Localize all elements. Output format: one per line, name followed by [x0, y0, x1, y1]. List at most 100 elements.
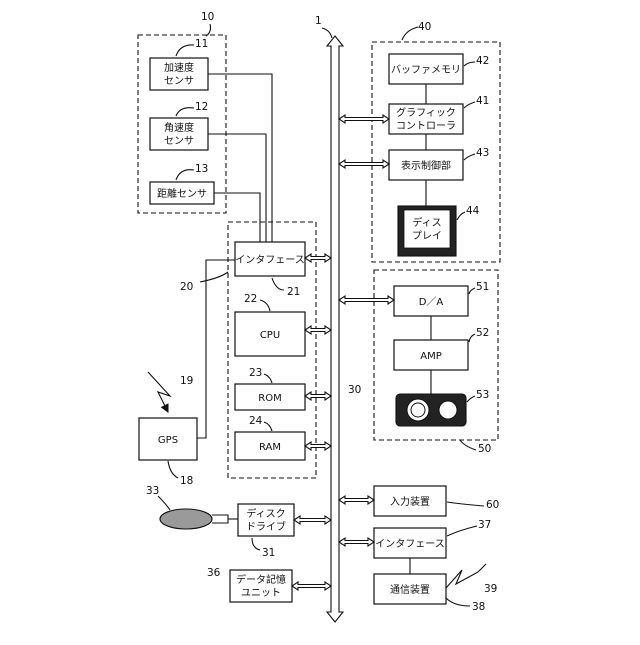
buffer-memory-label: バッファメモリ — [391, 64, 461, 76]
ref-ram: 24 — [249, 415, 263, 427]
leader-graphic-controller — [464, 102, 475, 108]
distance-sensor-label: 距離センサ — [157, 187, 207, 200]
leader-audio-group — [460, 440, 476, 450]
bus-link-rom — [305, 392, 331, 400]
ref-interface-comm: 37 — [478, 519, 491, 531]
leader-controller-group — [200, 272, 228, 282]
ref-bus-line: 30 — [348, 384, 361, 396]
leader-distance — [176, 170, 194, 180]
ref-input-device: 60 — [486, 499, 499, 511]
bus-link-data-storage — [292, 582, 331, 590]
leader-amp — [469, 334, 475, 342]
data-storage-label-1: データ記憶 — [236, 573, 286, 586]
comm-device-label: 通信装置 — [390, 583, 430, 596]
da-label: D／A — [419, 296, 444, 308]
bus-link-cpu — [305, 326, 331, 334]
gyro-sensor-label-2: センサ — [164, 135, 194, 147]
ref-interface-main: 21 — [287, 286, 300, 298]
leader-disk-drive — [252, 538, 260, 550]
leader-comm-device — [446, 598, 470, 606]
ram-label: RAM — [259, 442, 281, 453]
ref-buffer-memory: 42 — [476, 55, 489, 67]
leader-rom — [264, 374, 272, 383]
ref-gps: 18 — [180, 475, 193, 487]
ref-amp: 52 — [476, 327, 489, 339]
disk-drive-label-2: ドライブ — [246, 520, 286, 533]
ref-rom: 23 — [249, 367, 262, 379]
comm-signal-tail — [478, 564, 486, 572]
ref-distance: 13 — [195, 163, 208, 175]
bus-link-da — [339, 296, 394, 304]
accel-sensor-label-1: 加速度 — [164, 61, 194, 74]
leader-da — [469, 288, 475, 294]
ref-da: 51 — [476, 281, 489, 293]
interface-main-label: インタフェース — [235, 254, 305, 266]
leader-display-control — [464, 154, 475, 160]
leader-disk — [158, 496, 170, 510]
ref-disk-drive: 31 — [262, 547, 275, 559]
ref-speaker: 53 — [476, 389, 489, 401]
leader-bus — [322, 28, 332, 38]
leader-cpu — [260, 300, 270, 311]
ref-display-control: 43 — [476, 147, 489, 159]
gps-label: GPS — [158, 435, 178, 446]
leader-input-device — [447, 502, 484, 506]
disk-drive-label-1: ディスク — [246, 507, 285, 520]
ref-accel: 11 — [195, 38, 208, 50]
disk-slot — [212, 515, 228, 523]
leader-display-group — [402, 27, 418, 40]
leader-buffer-memory — [464, 62, 475, 66]
leader-accel — [176, 45, 194, 56]
ref-bus: 1 — [315, 15, 322, 27]
wire-accel — [208, 74, 272, 242]
graphic-controller-label-1: グラフィック — [396, 106, 456, 119]
ref-disk: 33 — [146, 485, 159, 497]
ref-cpu: 22 — [244, 293, 257, 305]
leader-display — [457, 212, 465, 220]
gyro-sensor-label-1: 角速度 — [164, 121, 194, 134]
display-label-1: ディス — [412, 216, 441, 229]
display-label-2: プレイ — [412, 230, 442, 242]
bus-link-interface-main — [305, 254, 331, 262]
amp-label: AMP — [420, 351, 442, 362]
bus-link-graphic-controller — [339, 115, 389, 123]
bus-link-ram — [305, 442, 331, 450]
cpu-label: CPU — [260, 330, 280, 341]
leader-ram — [264, 422, 272, 431]
ref-graphic-controller: 41 — [476, 95, 489, 107]
wire-gps — [197, 260, 235, 438]
accel-sensor-label-2: センサ — [164, 75, 194, 87]
ref-display-group: 40 — [418, 21, 431, 33]
wire-distance — [214, 193, 260, 242]
interface-comm-label: インタフェース — [375, 538, 445, 550]
wire-gyro — [208, 134, 266, 242]
leader-interface-comm — [447, 526, 477, 536]
ref-controller-group: 20 — [180, 281, 193, 293]
bus-link-interface-comm — [339, 538, 374, 546]
leader-gyro — [176, 108, 194, 116]
ref-comm-device: 38 — [472, 601, 485, 613]
ref-comm-signal: 39 — [484, 583, 497, 595]
ref-sensor-group: 10 — [201, 11, 214, 23]
data-storage-label-2: ユニット — [241, 588, 281, 599]
bus-link-input-device — [339, 496, 374, 504]
comm-signal-icon — [446, 570, 478, 588]
speaker-icon — [396, 394, 466, 426]
leader-speaker — [467, 396, 475, 402]
bus-link-disk-drive — [294, 516, 331, 524]
rom-label: ROM — [258, 393, 281, 404]
ref-gps-signal: 19 — [180, 375, 193, 387]
leader-gps — [168, 461, 178, 478]
gps-signal-icon — [148, 372, 170, 412]
ref-display: 44 — [466, 205, 480, 217]
ref-audio-group: 50 — [478, 443, 491, 455]
ref-data-storage: 36 — [207, 567, 221, 579]
bus-link-display-control — [339, 160, 389, 168]
leader-interface-main — [272, 278, 284, 290]
leader-sensor-group — [206, 24, 211, 36]
ref-gyro: 12 — [195, 101, 208, 113]
graphic-controller-label-2: コントローラ — [396, 120, 456, 132]
display-control-label: 表示制御部 — [401, 159, 451, 172]
